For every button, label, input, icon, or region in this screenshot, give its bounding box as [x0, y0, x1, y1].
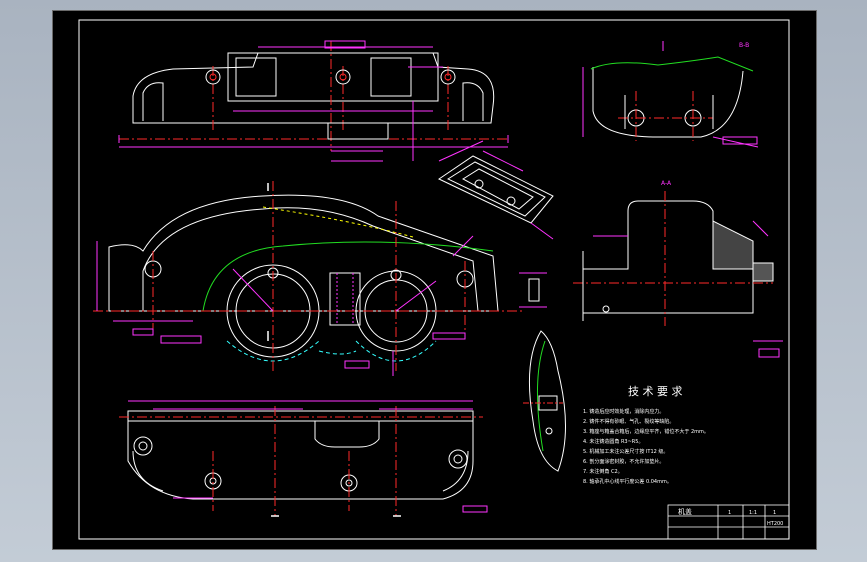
tech-requirements-title: 技 术 要 求 [628, 385, 683, 398]
title-block [667, 504, 790, 540]
tech-requirement-item: 5. 机械加工未注公差尺寸按 IT12 级。 [583, 448, 668, 455]
tech-requirement-item: 1. 铸造后应时效处理，消除内应力。 [583, 408, 664, 415]
view-label-a: A-A [661, 180, 672, 187]
tech-requirement-item: 3. 箱座与箱盖合箱后，边缘应平齐，错位不大于 2mm。 [583, 428, 709, 435]
tech-requirement-item: 2. 铸件不得有砂眼、气孔、裂纹等缺陷。 [583, 418, 674, 425]
section-view-b [582, 41, 759, 148]
tech-requirement-item: 4. 未注铸造圆角 R3~R5。 [583, 438, 643, 445]
title-block-part-name: 机盖 [678, 507, 692, 516]
drawing-frame [78, 19, 790, 540]
title-block-qty: 1 [728, 510, 731, 516]
cad-drawing: B-B A-A [78, 19, 790, 540]
tech-requirement-item: 7. 未注倒角 C2。 [583, 468, 623, 475]
section-cut-marks [267, 183, 401, 517]
bottom-view [119, 400, 488, 516]
title-block-material: HT200 [767, 521, 783, 527]
view-label-b: B-B [739, 42, 749, 49]
tech-requirement-item: 8. 轴承孔中心线平行度公差 0.04mm。 [583, 478, 672, 485]
top-view [118, 40, 509, 162]
front-view [93, 181, 523, 376]
tech-requirement-item: 6. 剖分面涂密封胶，不允许加垫片。 [583, 458, 664, 465]
title-block-sheet: 1 [773, 510, 776, 516]
drawing-viewport[interactable]: B-B A-A [52, 10, 817, 550]
detail-view-c [437, 140, 554, 240]
tech-requirements: 技 术 要 求 1. 铸造后应时效处理，消除内应力。 2. 铸件不得有砂眼、气孔… [583, 385, 709, 485]
title-block-scale: 1:1 [749, 510, 757, 516]
small-detail [519, 272, 547, 308]
side-detail-view [523, 330, 566, 472]
section-view-a [573, 191, 783, 358]
